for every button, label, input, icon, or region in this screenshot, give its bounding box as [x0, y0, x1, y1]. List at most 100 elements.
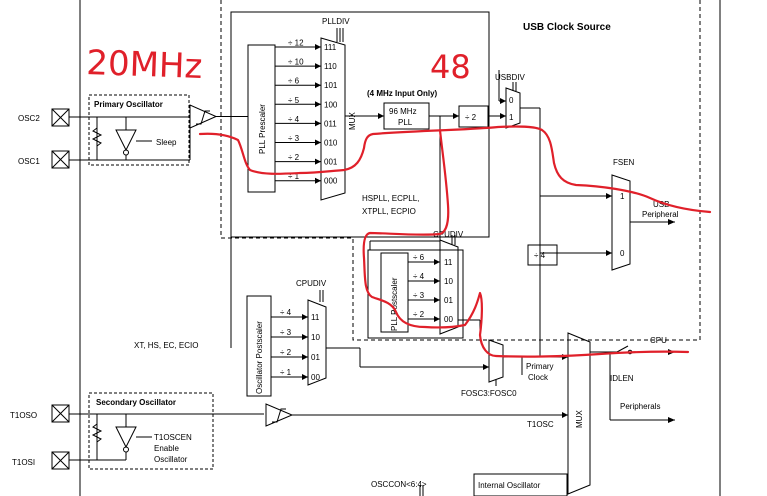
primary-oscillator-title: Primary Oscillator — [94, 100, 163, 109]
osc-postscaler-code: 01 — [311, 353, 320, 362]
fsen-0: 0 — [620, 249, 625, 258]
primary-oscillator-box — [88, 94, 190, 166]
annotation-cpu-path — [362, 128, 690, 358]
feedback-resistor — [91, 127, 103, 147]
prescaler-divisor: ÷ 3 — [288, 134, 300, 143]
oscillator-postscaler-box — [246, 295, 272, 397]
cpudiv-pll-label: CPUDIV — [433, 230, 464, 239]
t1oso-label: T1OSO — [10, 411, 37, 420]
fosc-label: FOSC3:FOSC0 — [461, 389, 517, 398]
fsen-1: 1 — [620, 192, 625, 201]
annotation-48: 48 — [430, 48, 471, 86]
xt-hs-label: XT, HS, EC, ECIO — [134, 341, 198, 350]
postscaler-code: 01 — [444, 296, 453, 305]
prescaler-divisor: ÷ 12 — [288, 39, 304, 48]
div4-box — [527, 244, 558, 266]
plldiv-label: PLLDIV — [322, 17, 350, 26]
prescaler-tap-arrow — [315, 44, 321, 50]
osccon-label: OSCCON<6:4> — [371, 480, 427, 489]
annotation-usb-path — [198, 125, 712, 214]
prescaler-tap-arrow — [315, 139, 321, 146]
plldiv-mux-label: MUX — [348, 112, 357, 130]
osc-postscaler-code: 10 — [311, 333, 320, 342]
usb-clock-source-title: USB Clock Source — [523, 22, 611, 33]
secondary-oscillator-box — [88, 392, 214, 470]
postscaler-divisor: ÷ 2 — [413, 310, 425, 319]
osc2-label: OSC2 — [18, 114, 40, 123]
div2-label: ÷ 2 — [465, 113, 477, 122]
secondary-oscillator-title: Secondary Oscillator — [96, 398, 176, 407]
prescaler-tap-arrow — [315, 120, 321, 127]
primary-clock-line2: Clock — [528, 373, 549, 382]
postscaler-divisor: ÷ 6 — [413, 253, 425, 262]
oscillator-postscaler-label: Oscillator Postscaler — [255, 321, 264, 394]
t1osi-label: T1OSI — [12, 458, 35, 467]
usb-label-line1: USB — [653, 200, 669, 209]
oscillator-inverter — [115, 129, 137, 152]
annotation-20mhz: 20MHz — [86, 43, 203, 87]
sleep-label: Sleep — [156, 138, 177, 147]
usb-label-line2: Peripheral — [642, 210, 679, 219]
osc-postscaler-tap-arrow — [302, 374, 308, 380]
four-mhz-note: (4 MHz Input Only) — [367, 89, 438, 98]
postscaler-code: 00 — [444, 315, 453, 324]
hspll-line1: HSPLL, ECPLL, — [362, 194, 419, 203]
usbdiv-1: 1 — [509, 113, 514, 122]
primary-clock-line1: Primary — [526, 362, 554, 371]
internal-oscillator-box — [473, 473, 568, 496]
osc-postscaler-code: 11 — [311, 313, 320, 322]
usb-clock-region — [220, 0, 701, 341]
usbdiv-0: 0 — [509, 96, 514, 105]
fosc-mux — [488, 339, 504, 383]
prescaler-divisor: ÷ 4 — [288, 115, 300, 124]
prescaler-divisor: ÷ 1 — [288, 172, 300, 181]
cpudiv-osc-label: CPUDIV — [296, 279, 327, 288]
prescaler-tap-arrow — [315, 101, 321, 108]
idlen-label: IDLEN — [610, 374, 634, 383]
osc-postscaler-divisor: ÷ 3 — [280, 328, 292, 337]
postscaler-tap-arrow — [434, 259, 440, 265]
postscaler-divisor: ÷ 4 — [413, 272, 425, 281]
schmitt-buffer-secondary — [265, 403, 294, 427]
fsen-label: FSEN — [613, 158, 635, 167]
pll-96-line2: PLL — [398, 118, 413, 127]
osc-postscaler-tap-arrow — [302, 334, 308, 340]
plldiv-code: 110 — [324, 62, 337, 71]
div4-label: ÷ 4 — [534, 251, 546, 260]
postscaler-tap-arrow — [434, 278, 440, 284]
schmitt-buffer-primary — [189, 104, 218, 129]
prescaler-divisor: ÷ 10 — [288, 58, 304, 67]
internal-oscillator-label: Internal Oscillator — [478, 481, 541, 490]
fsen-mux — [611, 174, 631, 271]
osc-postscaler-code: 00 — [311, 373, 320, 382]
postscaler-tap-arrow — [434, 297, 440, 303]
osc-postscaler-divisor: ÷ 1 — [280, 368, 292, 377]
prescaler-tap-arrow — [315, 82, 321, 89]
postscaler-divisor: ÷ 3 — [413, 291, 425, 300]
plldiv-code: 111 — [324, 43, 337, 52]
pll-prescaler-label: PLL Prescaler — [258, 104, 267, 154]
usbdiv-mux — [505, 87, 521, 129]
prescaler-tap-arrow — [315, 177, 321, 184]
plldiv-code: 000 — [324, 177, 338, 186]
t1oscen-line2: Enable — [154, 444, 179, 453]
prescaler-tap-arrow — [315, 63, 321, 70]
plldiv-code: 101 — [324, 81, 338, 90]
postscaler-tap-arrow — [434, 316, 440, 322]
osc-postscaler-tap-arrow — [302, 354, 308, 360]
t1oscen-line3: Oscillator — [154, 455, 188, 464]
prescaler-tap-arrow — [315, 158, 321, 165]
secondary-inverter — [115, 426, 137, 449]
main-mux-label: MUX — [575, 410, 584, 428]
postscaler-code: 11 — [444, 258, 453, 267]
main-clock-mux — [567, 332, 591, 495]
pll-96-line1: 96 MHz — [389, 107, 417, 116]
hspll-line2: XTPLL, ECPIO — [362, 207, 416, 216]
osc-postscaler-tap-arrow — [302, 314, 308, 320]
cpu-label: CPU — [650, 336, 667, 345]
usbdiv-label: USBDIV — [495, 73, 525, 82]
prescaler-divisor: ÷ 6 — [288, 77, 300, 86]
t1osc-label: T1OSC — [527, 420, 554, 429]
pll-postscaler-label: PLL Postscaler — [390, 277, 399, 331]
